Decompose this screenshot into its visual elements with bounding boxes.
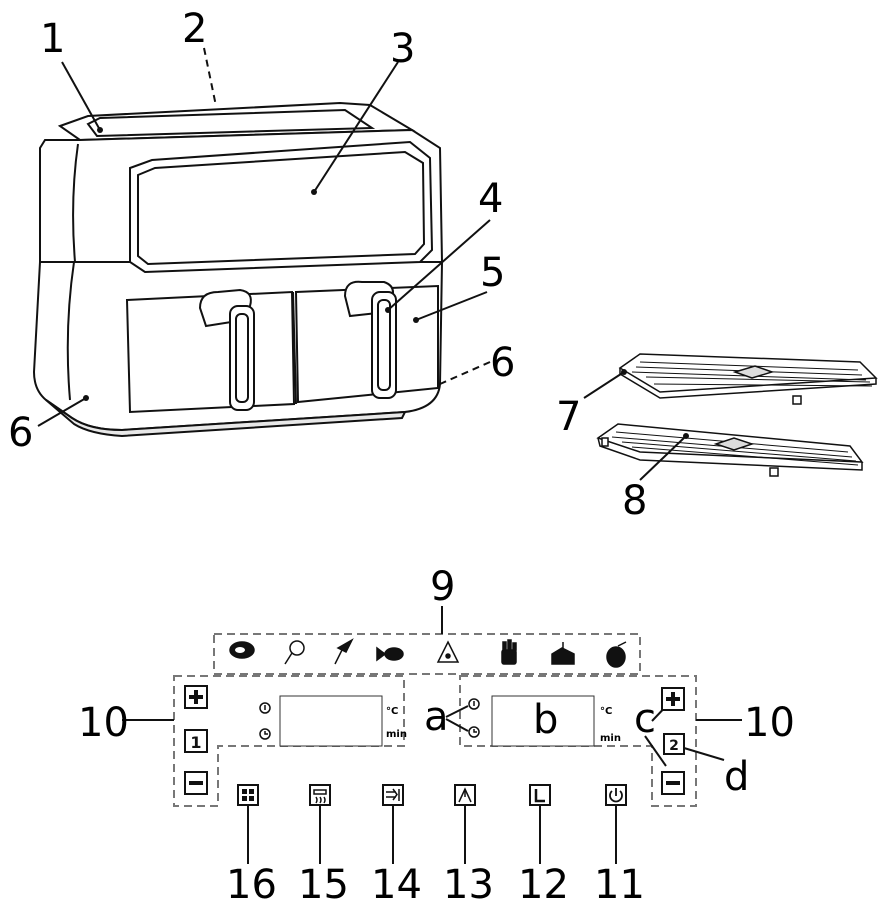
callout-d: d [724,754,749,800]
left-zone-select-button[interactable] [184,729,208,753]
match-icon [458,787,472,803]
function-buttons [237,784,627,806]
callout-3: 3 [390,26,415,72]
display-window [129,140,434,274]
callout-4: 4 [478,176,503,222]
left-unit-time: min [386,729,407,740]
callout-8: 8 [622,478,647,524]
button-leaders [247,805,617,864]
leader-lines [37,47,687,481]
plus-icon [666,692,680,706]
left-unit-temp: °C [386,706,398,717]
thermometer-icon [259,702,271,714]
callout-14: 14 [371,862,422,900]
power-icon [609,788,623,803]
callout-labels: 1 2 3 4 5 6 6 7 8 9 10 10 a b c d 16 15 … [8,6,795,900]
eggplant-icon [606,641,627,668]
fries-icon [501,639,517,665]
callout-6-right: 6 [490,340,515,386]
left-zone-controls: 1 °C min [184,685,407,795]
crisper-plate-8 [596,423,864,477]
timer-icon [534,789,545,803]
match-button[interactable] [454,784,476,806]
power-button[interactable] [605,784,627,806]
left-display [279,695,383,747]
panel-outlines [173,633,697,807]
callout-10-right: 10 [744,700,795,746]
right-unit-time: min [600,733,621,744]
pizza-icon [436,640,460,663]
callout-9: 9 [430,564,455,610]
grid-icon [242,789,254,801]
plus-icon [189,690,203,704]
fish-icon [376,646,404,662]
callout-b: b [533,697,558,743]
crisper-plate-7 [618,353,878,405]
heat-icon [313,789,327,804]
cake-icon [551,642,575,665]
left-zone-number: 1 [190,733,201,752]
vegetable-icon [334,638,354,665]
callout-16: 16 [226,862,277,900]
leader-lines-panel [122,606,742,767]
drawer-handle-right [343,280,397,399]
heat-button[interactable] [309,784,331,806]
callout-a: a [424,694,449,740]
right-zone-select-button[interactable] [663,733,685,755]
right-display [491,695,595,747]
callout-2: 2 [182,6,207,52]
steak-icon [229,641,255,659]
callout-13: 13 [443,862,494,900]
right-zone-controls: °C min 2 [468,687,685,795]
callout-12: 12 [518,862,569,900]
grid-button[interactable] [237,784,259,806]
drawer-handle-left [198,288,255,411]
sync-icon [386,788,400,801]
callout-7: 7 [556,394,581,440]
leader-dots [83,127,689,439]
callout-c: c [634,696,656,742]
callout-6-left: 6 [8,410,33,456]
preset-icons [229,638,627,668]
right-zone-number: 2 [669,738,679,754]
callout-11: 11 [594,862,645,900]
thermometer-icon [468,698,480,710]
callout-5: 5 [480,250,505,296]
sync-button[interactable] [382,784,404,806]
clock-icon [468,726,480,738]
drumstick-icon [284,640,305,665]
callout-15: 15 [298,862,349,900]
clock-icon [259,728,271,740]
callout-1: 1 [40,16,65,62]
right-unit-temp: °C [600,706,612,717]
callout-10-left: 10 [78,700,129,746]
timer-button[interactable] [529,784,551,806]
